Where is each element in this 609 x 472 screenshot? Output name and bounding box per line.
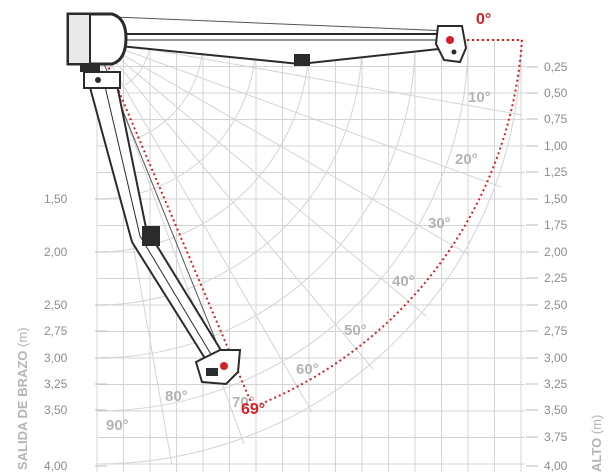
angle-ray <box>96 39 521 116</box>
angle-label: 70° <box>232 394 255 411</box>
right-tick-label: 1,00 <box>544 139 568 153</box>
angle-label: 80° <box>165 388 188 405</box>
right-tick-label: 3,50 <box>544 403 568 417</box>
angle-ray <box>96 39 374 370</box>
radius-arc <box>96 39 522 465</box>
angle-label: 20° <box>455 151 478 168</box>
angle-rays <box>96 39 521 464</box>
angle-ray <box>96 39 470 256</box>
angle-ray <box>96 39 427 317</box>
angle-labels: 10° 20° 30° 40° 50° 60° 70° 80° 90° <box>106 89 491 434</box>
radius-arc <box>96 39 416 359</box>
angle-ray <box>96 39 502 188</box>
right-tick-label: 1,25 <box>544 165 568 179</box>
left-tick-label: 4,00 <box>44 459 68 472</box>
left-axis-unit: (m) <box>15 327 30 347</box>
radius-arc <box>96 39 469 412</box>
right-tick-label: 0,75 <box>544 112 568 126</box>
right-scale: 0,25 0,50 0,75 1,00 1,25 1,50 1,75 2,00 … <box>526 60 568 472</box>
right-tick-label: 3,75 <box>544 430 568 444</box>
right-tick-label: 0,50 <box>544 86 568 100</box>
right-tick-label: 2,00 <box>544 245 568 259</box>
angle-limit-max: 69° <box>241 401 265 418</box>
angle-limit-min: 0° <box>476 11 491 28</box>
left-tick-label: 2,00 <box>44 245 68 259</box>
angle-label: 50° <box>344 322 367 339</box>
right-tick-label: 0,25 <box>544 60 568 74</box>
right-tick-label: 2,50 <box>544 298 568 312</box>
left-tick-label: 2,75 <box>44 324 68 338</box>
left-tick-label: 3,00 <box>44 351 68 365</box>
left-axis-title-text: SALIDA DE BRAZO <box>15 351 30 470</box>
angle-ray <box>96 39 313 413</box>
left-tick-label: 1,50 <box>44 192 68 206</box>
right-tick-label: 2,75 <box>544 324 568 338</box>
radius-arc <box>96 39 363 306</box>
right-tick-label: 2,25 <box>544 271 568 285</box>
left-tick-label: 2,50 <box>44 298 68 312</box>
angle-label: 30° <box>428 215 451 232</box>
right-axis-title: ALTO (m) <box>589 415 604 472</box>
left-tick-label: 3,25 <box>44 377 68 391</box>
right-tick-label: 4,00 <box>544 459 568 472</box>
awning-arm <box>66 12 468 386</box>
right-tick-label: 1,75 <box>544 218 568 232</box>
right-tick-label: 3,25 <box>544 377 568 391</box>
left-tick-label: 3,50 <box>44 403 68 417</box>
left-scale: 1,50 2,00 2,50 2,75 3,00 3,25 3,50 4,00 <box>44 192 107 472</box>
right-tick-label: 3,00 <box>544 351 568 365</box>
angle-label: 60° <box>296 361 319 378</box>
left-axis-title: SALIDA DE BRAZO (m) <box>15 327 30 470</box>
angle-label: 40° <box>392 273 415 290</box>
right-tick-label: 1,50 <box>544 192 568 206</box>
angle-label: 10° <box>468 89 491 106</box>
right-axis-unit: (m) <box>589 415 604 435</box>
right-axis-title-text: ALTO <box>589 438 604 472</box>
angle-label: 90° <box>106 417 129 434</box>
